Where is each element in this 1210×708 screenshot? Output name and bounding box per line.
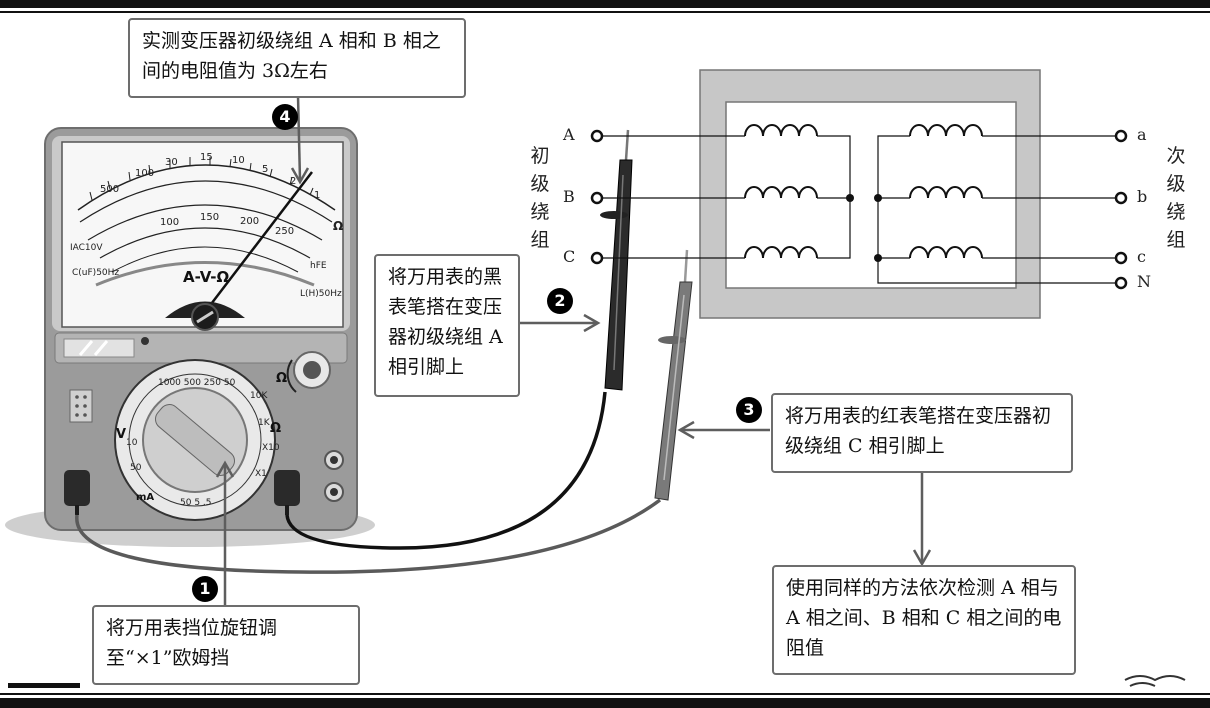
terminal-c	[1116, 253, 1126, 263]
step-badge-2: 2	[547, 288, 573, 314]
corner-decoration	[1125, 676, 1185, 686]
terminal-label-N: N	[1137, 272, 1151, 291]
top-rule-thin	[0, 11, 1210, 13]
svg-text:150: 150	[200, 212, 219, 223]
meter-ohm-range-label: Ω	[270, 421, 281, 436]
callout-selector-knob: 将万用表挡位旋钮调至“×1”欧姆挡	[92, 605, 360, 685]
bottom-accent	[8, 683, 80, 688]
secondary-winding-label: 次级绕组	[1165, 142, 1187, 254]
callout-measured-resistance: 实测变压器初级绕组 A 相和 B 相之间的电阻值为 3Ω左右	[128, 18, 466, 98]
top-rule	[0, 0, 1210, 8]
svg-text:30: 30	[165, 157, 178, 168]
svg-text:1000 500 250 50: 1000 500 250 50	[158, 378, 236, 388]
svg-text:50: 50	[130, 463, 142, 473]
svg-text:250: 250	[275, 226, 294, 237]
meter-ohm-adjust-label: Ω	[276, 371, 287, 386]
svg-text:2: 2	[290, 176, 296, 187]
terminal-a	[1116, 131, 1126, 141]
terminal-label-B: B	[563, 187, 575, 206]
multimeter: 500 100 30 15 10 5 2 1 100 150 200 250 IAC10V C…	[5, 128, 375, 547]
terminal-b	[1116, 193, 1126, 203]
terminal-label-C: C	[563, 247, 575, 266]
meter-scale-title: A-V-Ω	[183, 268, 229, 286]
bottom-rule-thin	[0, 693, 1210, 695]
svg-text:1K: 1K	[258, 418, 271, 428]
svg-text:15: 15	[200, 152, 213, 163]
meter-ind-scale-label: L(H)50Hz	[300, 289, 342, 299]
terminal-A	[592, 131, 602, 141]
terminal-C	[592, 253, 602, 263]
black-probe	[600, 130, 632, 390]
svg-text:X1: X1	[255, 469, 267, 479]
svg-text:10K: 10K	[250, 391, 268, 401]
step-badge-4: 4	[272, 104, 298, 130]
callout-black-probe: 将万用表的黑表笔搭在变压器初级绕组 A 相引脚上	[374, 254, 520, 397]
svg-text:10: 10	[232, 155, 245, 166]
svg-text:50 5 .5: 50 5 .5	[180, 498, 212, 508]
primary-winding-label: 初级绕组	[529, 142, 551, 254]
svg-text:100: 100	[135, 168, 154, 179]
terminal-N	[1116, 278, 1126, 288]
terminal-B	[592, 193, 602, 203]
terminal-label-a: a	[1137, 125, 1147, 144]
meter-ma-range-label: mA	[136, 492, 154, 503]
meter-cap-scale-label: C(uF)50Hz	[72, 268, 119, 278]
red-probe	[655, 250, 692, 500]
callout-red-probe: 将万用表的红表笔搭在变压器初级绕组 C 相引脚上	[771, 393, 1073, 473]
step-badge-1: 1	[192, 576, 218, 602]
callout-repeat-measurement: 使用同样的方法依次检测 A 相与 A 相之间、B 相和 C 相之间的电阻值	[772, 565, 1076, 675]
svg-text:X10: X10	[262, 443, 280, 453]
meter-ac-scale-label: IAC10V	[70, 243, 103, 253]
svg-text:100: 100	[160, 217, 179, 228]
meter-hfe-label: hFE	[310, 261, 327, 271]
terminal-label-A: A	[563, 125, 575, 144]
terminal-label-c: c	[1137, 247, 1146, 266]
svg-text:5: 5	[262, 164, 268, 175]
bottom-rule	[0, 698, 1210, 708]
step-badge-3: 3	[736, 397, 762, 423]
svg-text:1: 1	[314, 190, 320, 201]
svg-text:200: 200	[240, 216, 259, 227]
meter-ohm-scale-label: Ω	[333, 219, 343, 233]
com-plug	[64, 470, 90, 506]
terminal-label-b: b	[1137, 187, 1147, 206]
meter-volt-range-label: V	[116, 427, 126, 442]
svg-text:10: 10	[126, 438, 138, 448]
plus-plug	[274, 470, 300, 506]
svg-text:500: 500	[100, 184, 119, 195]
transformer	[592, 70, 1126, 318]
